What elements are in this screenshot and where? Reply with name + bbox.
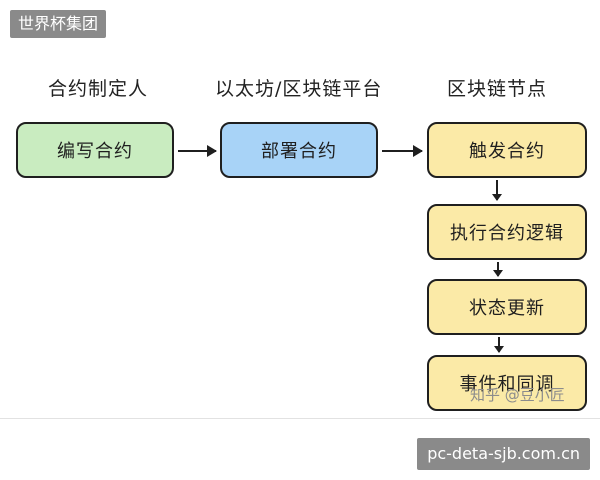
node-events-coordination: 事件和同调 — [427, 355, 587, 411]
node-execute-logic: 执行合约逻辑 — [427, 204, 587, 260]
arrow-execute-to-update — [493, 262, 503, 277]
footer-domain-tag: pc-deta-sjb.com.cn — [417, 438, 590, 470]
node-update-state-label: 状态更新 — [469, 298, 545, 319]
column-label-blockchain-node: 区块链节点 — [447, 78, 548, 100]
node-write-contract: 编写合约 — [16, 122, 174, 178]
column-label-contract-author: 合约制定人 — [48, 78, 149, 100]
footer-divider — [0, 418, 600, 419]
node-update-state: 状态更新 — [427, 279, 587, 335]
node-deploy-contract-label: 部署合约 — [261, 141, 337, 162]
arrow-write-to-deploy — [178, 145, 217, 157]
arrow-deploy-to-trigger — [382, 145, 423, 157]
node-execute-logic-label: 执行合约逻辑 — [450, 223, 564, 244]
watermark-text: 知乎 @豆小匠 — [470, 386, 565, 404]
node-write-contract-label: 编写合约 — [57, 141, 133, 162]
node-trigger-contract-label: 触发合约 — [469, 141, 545, 162]
brand-tag: 世界杯集团 — [10, 10, 107, 38]
column-label-platform: 以太坊/区块链平台 — [215, 78, 383, 100]
arrow-trigger-to-execute — [492, 180, 502, 201]
node-trigger-contract: 触发合约 — [427, 122, 587, 178]
node-events-coordination-label: 事件和同调 — [459, 374, 555, 395]
arrow-update-to-events — [494, 337, 504, 353]
node-deploy-contract: 部署合约 — [220, 122, 378, 178]
